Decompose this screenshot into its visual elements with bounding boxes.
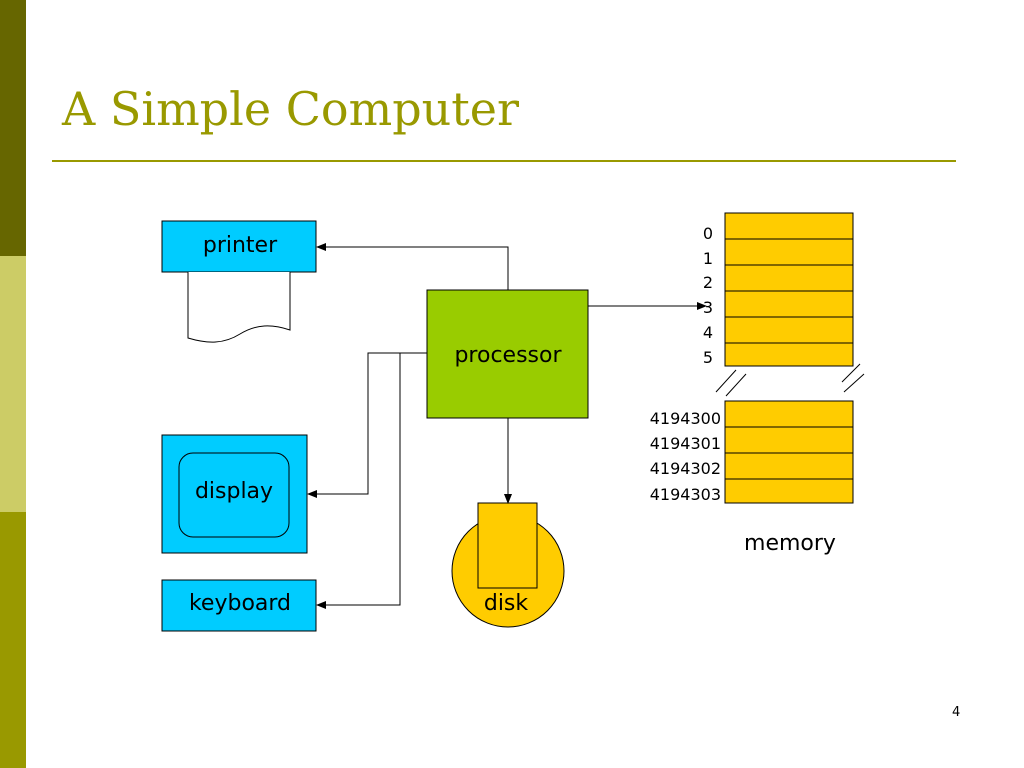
processor-to-printer-arrow — [316, 243, 509, 290]
page-number: 4 — [952, 705, 961, 720]
memory-cell — [724, 238, 854, 266]
memory-address-label: 1 — [703, 249, 713, 268]
break-slash — [715, 369, 737, 393]
slide-title: A Simple Computer — [62, 82, 519, 136]
memory-address-label: 4 — [703, 323, 713, 342]
memory-cell — [724, 478, 854, 504]
memory-address-label: 4194301 — [650, 434, 721, 453]
printer-box — [161, 220, 317, 273]
disk-label: disk — [484, 591, 529, 616]
memory-address-label: 4194302 — [650, 459, 721, 478]
memory-address-label: 5 — [703, 348, 713, 367]
sidebar-accent-top — [0, 0, 26, 256]
memory-cell — [724, 426, 854, 454]
memory-cell — [724, 264, 854, 292]
memory-address-labels-low: 0 1 2 3 4 5 — [703, 224, 713, 367]
memory-cell — [724, 342, 854, 367]
keyboard-node: keyboard — [161, 579, 317, 632]
processor-label: processor — [454, 343, 562, 368]
connectors — [307, 243, 707, 609]
printer-label: printer — [203, 233, 278, 258]
memory-cell — [724, 290, 854, 318]
memory-address-labels-high: 4194300 4194301 4194302 4194303 — [650, 409, 721, 504]
memory-cell — [724, 212, 854, 240]
display-node: display — [161, 434, 308, 554]
memory-label: memory — [744, 531, 836, 556]
display-screen — [178, 452, 290, 538]
printer-node: printer — [161, 220, 317, 343]
sidebar-accent-middle — [0, 256, 26, 512]
memory-cell — [724, 400, 854, 428]
memory-address-label: 4194300 — [650, 409, 721, 428]
memory-cells-low — [724, 212, 854, 367]
printer-paper — [187, 272, 291, 343]
processor-to-keyboard-arrow — [316, 353, 401, 609]
break-slash — [725, 373, 747, 397]
memory-cells-high — [724, 400, 854, 504]
disk-drive — [477, 502, 538, 589]
memory-break-marks — [715, 363, 865, 397]
sidebar-accent-bottom — [0, 512, 26, 768]
disk-node: disk — [451, 502, 565, 628]
memory-address-label: 3 — [703, 298, 713, 317]
keyboard-label: keyboard — [189, 591, 291, 616]
processor-box — [426, 289, 589, 419]
memory-address-label: 4194303 — [650, 485, 721, 504]
memory-address-label: 0 — [703, 224, 713, 243]
keyboard-box — [161, 579, 317, 632]
memory-address-label: 2 — [703, 273, 713, 292]
processor-node: processor — [426, 289, 589, 419]
display-label: display — [195, 479, 273, 504]
memory-cell — [724, 316, 854, 344]
memory-cell — [724, 452, 854, 480]
break-slash — [841, 363, 861, 383]
break-slash — [843, 373, 865, 393]
memory-node: 0 1 2 3 4 5 4194300 4194301 4194302 4194… — [650, 212, 865, 556]
processor-to-display-arrow — [307, 352, 427, 498]
title-divider — [52, 160, 956, 162]
